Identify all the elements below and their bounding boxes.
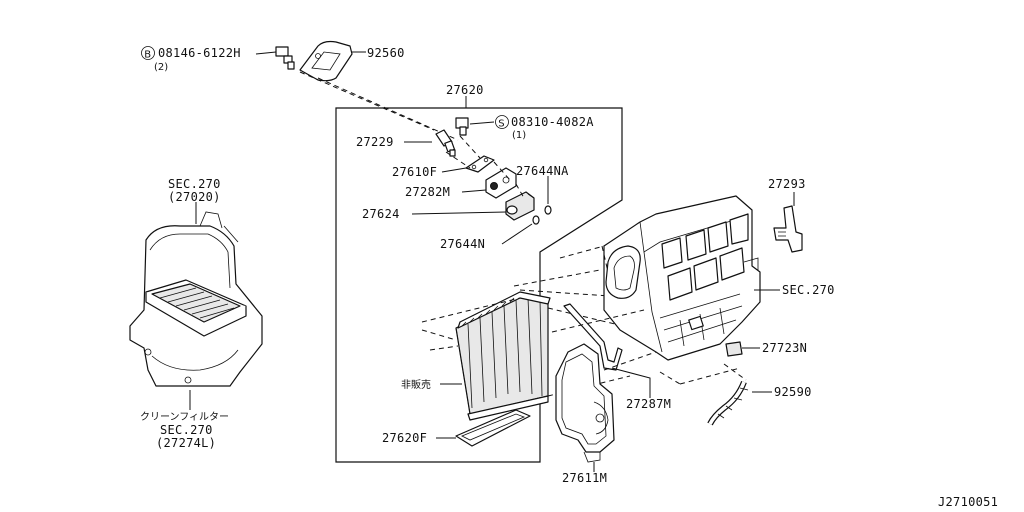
bolt-marker: B	[144, 50, 151, 61]
label-sec270-bottom: SEC.270	[160, 423, 213, 437]
label-clean-filter: クリーンフィルター	[140, 411, 229, 423]
bolt-part-number: 08146-6122H	[158, 46, 241, 60]
part-27229	[435, 129, 456, 157]
drawing-number: J2710051	[938, 495, 998, 509]
valve-assy-frame	[335, 107, 623, 463]
blower-unit	[129, 211, 263, 387]
screw-part-number: 08310-4082A	[511, 115, 594, 129]
bracket-27293	[773, 205, 803, 253]
label-27620: 27620	[446, 83, 484, 97]
label-27620F: 27620F	[382, 431, 427, 445]
bolt-part	[275, 46, 295, 70]
drain-hose-92590	[707, 380, 749, 426]
label-27287M: 27287M	[626, 397, 671, 411]
part-27610F	[465, 155, 495, 173]
oring-27644NA	[544, 205, 552, 215]
label-27624: 27624	[362, 207, 400, 221]
part-27624	[505, 191, 535, 221]
evaporator-core	[455, 291, 551, 421]
case-27611M	[555, 343, 615, 463]
clip-27723N	[725, 341, 743, 357]
label-92560: 92560	[367, 46, 405, 60]
seal-27620F	[455, 409, 531, 447]
callout-bolt: B 08146-6122H (2)	[141, 46, 241, 73]
label-27610F: 27610F	[392, 165, 437, 179]
gasket-part	[299, 40, 353, 82]
callout-screw: S 08310-4082A (1)	[495, 115, 594, 141]
seal-strip-27287M	[563, 303, 623, 371]
screw-part	[455, 117, 469, 136]
label-27229: 27229	[356, 135, 394, 149]
label-27020: (27020)	[168, 190, 221, 204]
label-27723N: 27723N	[762, 341, 807, 355]
label-not-for-sale: 非販売	[401, 378, 431, 391]
screw-marker: S	[498, 119, 504, 130]
bolt-quantity: (2)	[154, 62, 168, 73]
label-27293: 27293	[768, 177, 806, 191]
label-27644NA: 27644NA	[516, 164, 569, 178]
screw-quantity: (1)	[512, 130, 526, 141]
label-27611M: 27611M	[562, 471, 607, 485]
label-27282M: 27282M	[405, 185, 450, 199]
label-sec270-right: SEC.270	[782, 283, 835, 297]
label-sec270-top: SEC.270	[168, 177, 221, 191]
oring-27644N	[532, 215, 540, 225]
label-92590: 92590	[774, 385, 812, 399]
label-27644N: 27644N	[440, 237, 485, 251]
part-27282M	[485, 167, 517, 199]
label-27274L: (27274L)	[156, 436, 216, 450]
ac-unit-housing	[603, 195, 761, 361]
